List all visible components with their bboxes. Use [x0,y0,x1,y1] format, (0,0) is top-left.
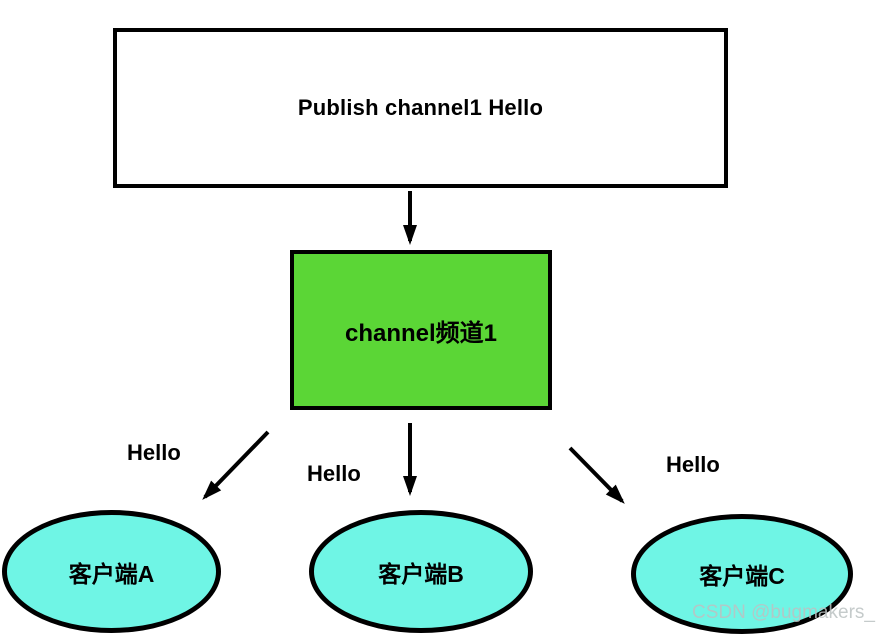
client-a-label: 客户端A [68,560,155,587]
hello-label-left: Hello [127,440,181,465]
client-ellipse-c: 客户端C [631,514,853,634]
channel-box: channel频道1 [290,250,552,410]
client-c-label: 客户端C [699,563,785,589]
client-ellipse-b: 客户端B [309,510,533,633]
publish-box-label: Publish channel1 Hello [297,95,544,120]
hello-label-middle: Hello [307,461,361,486]
publish-box: Publish channel1 Hello [113,28,728,188]
channel-box-label: channel频道1 [344,319,498,347]
arrow-channel-to-client-a-icon [202,430,270,500]
arrow-channel-to-client-c-icon [568,446,625,504]
watermark: CSDN @bugmakers_ [692,602,875,623]
client-ellipse-a: 客户端A [2,510,221,633]
client-b-label: 客户端B [378,560,464,587]
hello-label-right: Hello [666,452,720,477]
